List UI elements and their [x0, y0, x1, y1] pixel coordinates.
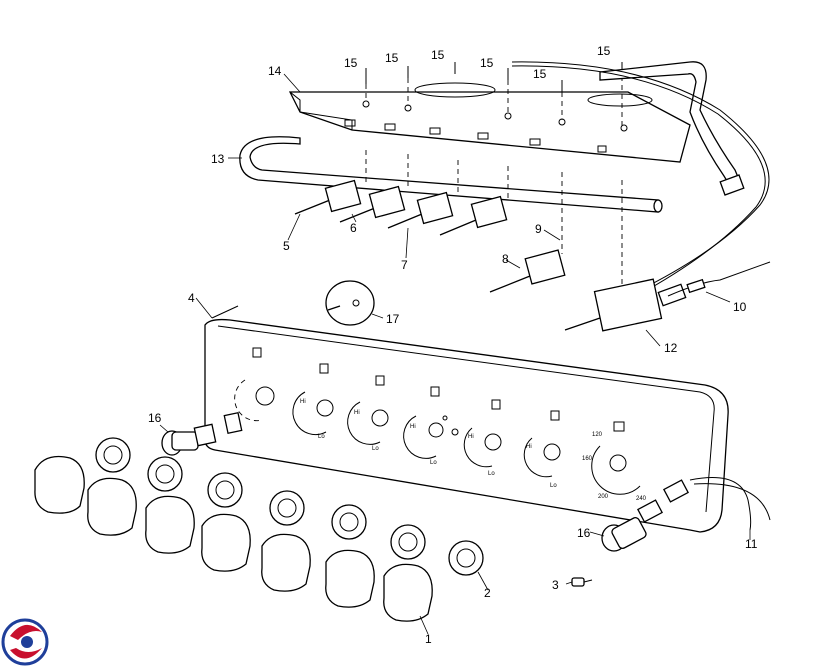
callout-labels: 14 13 15 15 15 15 15 15 5 6 7 8 9 10 12 …: [148, 44, 758, 646]
brand-logo: [1, 618, 49, 666]
callout-15: 15: [385, 51, 399, 65]
callout-4: 4: [188, 291, 195, 305]
callout-3: 3: [552, 578, 559, 592]
callout-11: 11: [745, 537, 758, 551]
callout-15: 15: [431, 48, 445, 62]
callout-15: 15: [344, 56, 358, 70]
dial-mark-hi: Hi: [468, 434, 474, 440]
callout-9: 9: [535, 222, 542, 236]
dial-mark-lo: Lo: [318, 434, 325, 440]
dial-mark-hi: Hi: [354, 410, 360, 416]
leader-lines: [159, 73, 751, 635]
callout-10: 10: [733, 300, 747, 314]
callout-7: 7: [401, 258, 408, 272]
screw-3: [571, 577, 593, 587]
dial-mark-temp: 120: [592, 432, 603, 438]
callout-6: 6: [350, 221, 357, 235]
dial-mark-hi: Hi: [410, 424, 416, 430]
callout-2: 2: [484, 586, 491, 600]
dial-mark-lo: Lo: [488, 471, 495, 477]
control-knobs: [34, 455, 433, 622]
dial-mark-hi: Hi: [526, 444, 532, 450]
gas-supply-pipe: [239, 136, 663, 213]
burner-manifold-rail: [288, 82, 691, 163]
callout-15: 15: [480, 56, 494, 70]
callout-16: 16: [148, 411, 162, 425]
dial-mark-hi: Hi: [300, 399, 306, 405]
dial-mark-lo: Lo: [372, 446, 379, 452]
igniter-button-right: [601, 479, 689, 552]
igniter-button-left: [161, 411, 243, 456]
dial-mark-lo: Lo: [550, 483, 557, 489]
callout-1: 1: [425, 632, 432, 646]
dial-mark-temp: 240: [636, 496, 647, 502]
thermostat-valve: [564, 278, 687, 332]
dial-mark-lo: Lo: [430, 460, 437, 466]
knob-bezels: [95, 437, 484, 576]
callout-16: 16: [577, 526, 591, 540]
control-panel: Lo Lo Lo Lo Lo Hi Hi Hi Hi Hi 120 160 20…: [204, 305, 729, 533]
callout-15: 15: [597, 44, 611, 58]
callout-5: 5: [283, 239, 290, 253]
callout-12: 12: [664, 341, 678, 355]
callout-13: 13: [211, 152, 225, 166]
callout-8: 8: [502, 252, 509, 266]
dial-mark-temp: 200: [598, 494, 609, 500]
timer-clock: [325, 280, 375, 326]
igniter-wire: [689, 477, 752, 531]
callout-15: 15: [533, 67, 547, 81]
callout-14: 14: [268, 64, 282, 78]
callout-17: 17: [386, 312, 400, 326]
gas-taps: [294, 150, 623, 293]
dial-mark-temp: 160: [582, 456, 593, 462]
